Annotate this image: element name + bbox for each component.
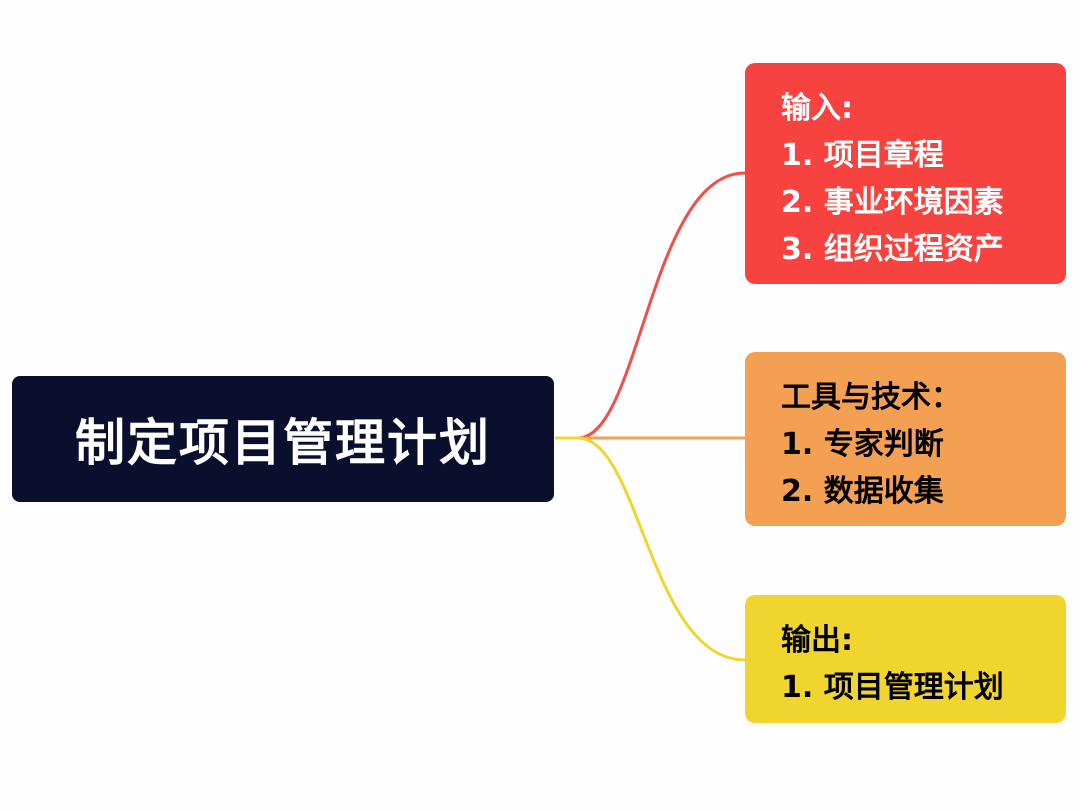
branch-item: 1. 项目管理计划 bbox=[781, 670, 1004, 705]
branch-item: 2. 数据收集 bbox=[781, 474, 944, 509]
branch-item: 1. 专家判断 bbox=[781, 427, 944, 462]
branch-item: 2. 事业环境因素 bbox=[781, 185, 1004, 220]
connector-to-inputs bbox=[555, 171, 746, 440]
branch-heading: 输出: bbox=[781, 623, 853, 658]
branch-item: 3. 组织过程资产 bbox=[781, 232, 1004, 267]
central-topic-title: 制定项目管理计划 bbox=[75, 414, 491, 472]
branch-heading: 输入: bbox=[781, 91, 853, 126]
branch-node-inputs[interactable]: 输入: 1. 项目章程 2. 事业环境因素 3. 组织过程资产 bbox=[745, 63, 1066, 284]
central-topic-node[interactable]: 制定项目管理计划 bbox=[12, 376, 554, 502]
branch-node-outputs[interactable]: 输出: 1. 项目管理计划 bbox=[745, 595, 1066, 723]
branch-node-tools[interactable]: 工具与技术： 1. 专家判断 2. 数据收集 bbox=[745, 352, 1066, 526]
branch-heading: 工具与技术： bbox=[781, 380, 961, 415]
connector-to-outputs bbox=[555, 436, 746, 662]
branch-item: 1. 项目章程 bbox=[781, 138, 944, 173]
